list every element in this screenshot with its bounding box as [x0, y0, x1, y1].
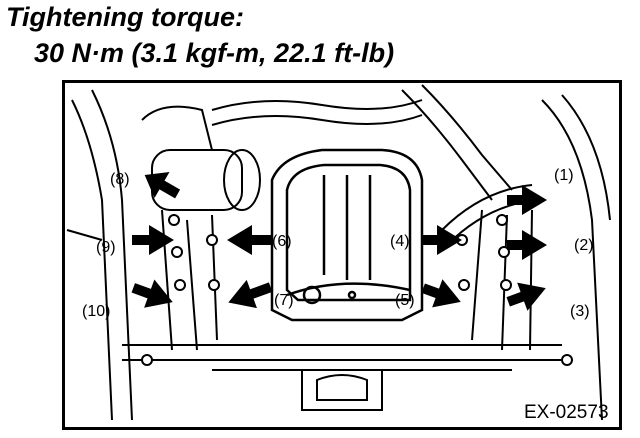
label-5: (5): [395, 292, 415, 309]
label-9: (9): [96, 239, 116, 256]
label-1: (1): [554, 167, 574, 184]
page-title: Tightening torque:: [6, 2, 244, 32]
label-10: (10): [82, 303, 110, 320]
engine-diagram: (1) (2) (3) (4) (5) (6) (7) (8) (9) (10)…: [62, 80, 622, 430]
bolt-heads: [141, 214, 573, 366]
label-6: (6): [272, 233, 292, 250]
label-8: (8): [110, 171, 130, 188]
engine-illustration: (1) (2) (3) (4) (5) (6) (7) (8) (9) (10)…: [62, 80, 622, 430]
label-3: (3): [570, 303, 590, 320]
torque-spec: 30 N·m (3.1 kgf-m, 22.1 ft-lb): [34, 38, 395, 68]
figure-code: EX-02573: [524, 402, 609, 423]
engine-lineart: [66, 84, 611, 421]
torque-arrows: [131, 172, 547, 311]
label-7: (7): [274, 292, 294, 309]
figure-frame: [62, 80, 622, 430]
label-2: (2): [574, 237, 594, 254]
label-4: (4): [390, 233, 410, 250]
